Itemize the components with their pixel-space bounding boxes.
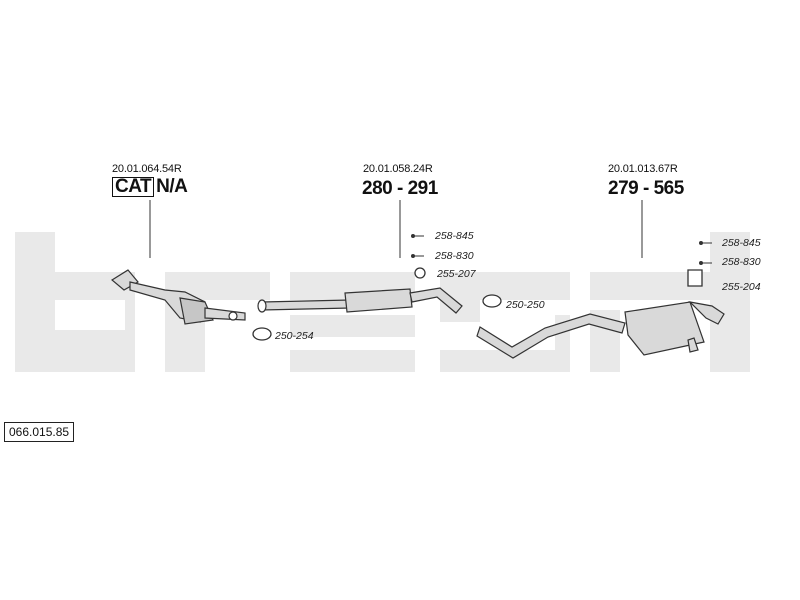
- part-ref-cat: 20.01.064.54R: [112, 163, 182, 175]
- part-number: 258-830: [722, 256, 761, 268]
- rear-silencer-part: [476, 301, 725, 359]
- part-number: 250-254: [275, 330, 314, 342]
- diagram-code: 066.015.85: [4, 422, 75, 442]
- part-ref-middle: 20.01.058.24R: [363, 163, 433, 175]
- clamp-255-204-icon: [687, 269, 703, 287]
- part-number: 258-845: [435, 230, 474, 242]
- part-number: 258-845: [722, 237, 761, 249]
- cat-label: CAT: [112, 177, 155, 197]
- clamp-255-207-icon: [414, 267, 426, 279]
- clamp-250-250-icon: [482, 294, 502, 308]
- rear-code: 279 - 565: [608, 178, 684, 199]
- middle-code: 280 - 291: [362, 178, 438, 199]
- part-number: 250-250: [506, 299, 545, 311]
- clamp-250-254-icon: [252, 327, 272, 341]
- part-number: 258-830: [435, 250, 474, 262]
- middle-silencer-part: [257, 287, 463, 314]
- catalytic-converter-part: [110, 269, 246, 325]
- part-ref-rear: 20.01.013.67R: [608, 163, 678, 175]
- part-number: 255-207: [437, 268, 476, 280]
- part-number: 255-204: [722, 281, 761, 293]
- cat-code-value: N/A: [156, 176, 188, 197]
